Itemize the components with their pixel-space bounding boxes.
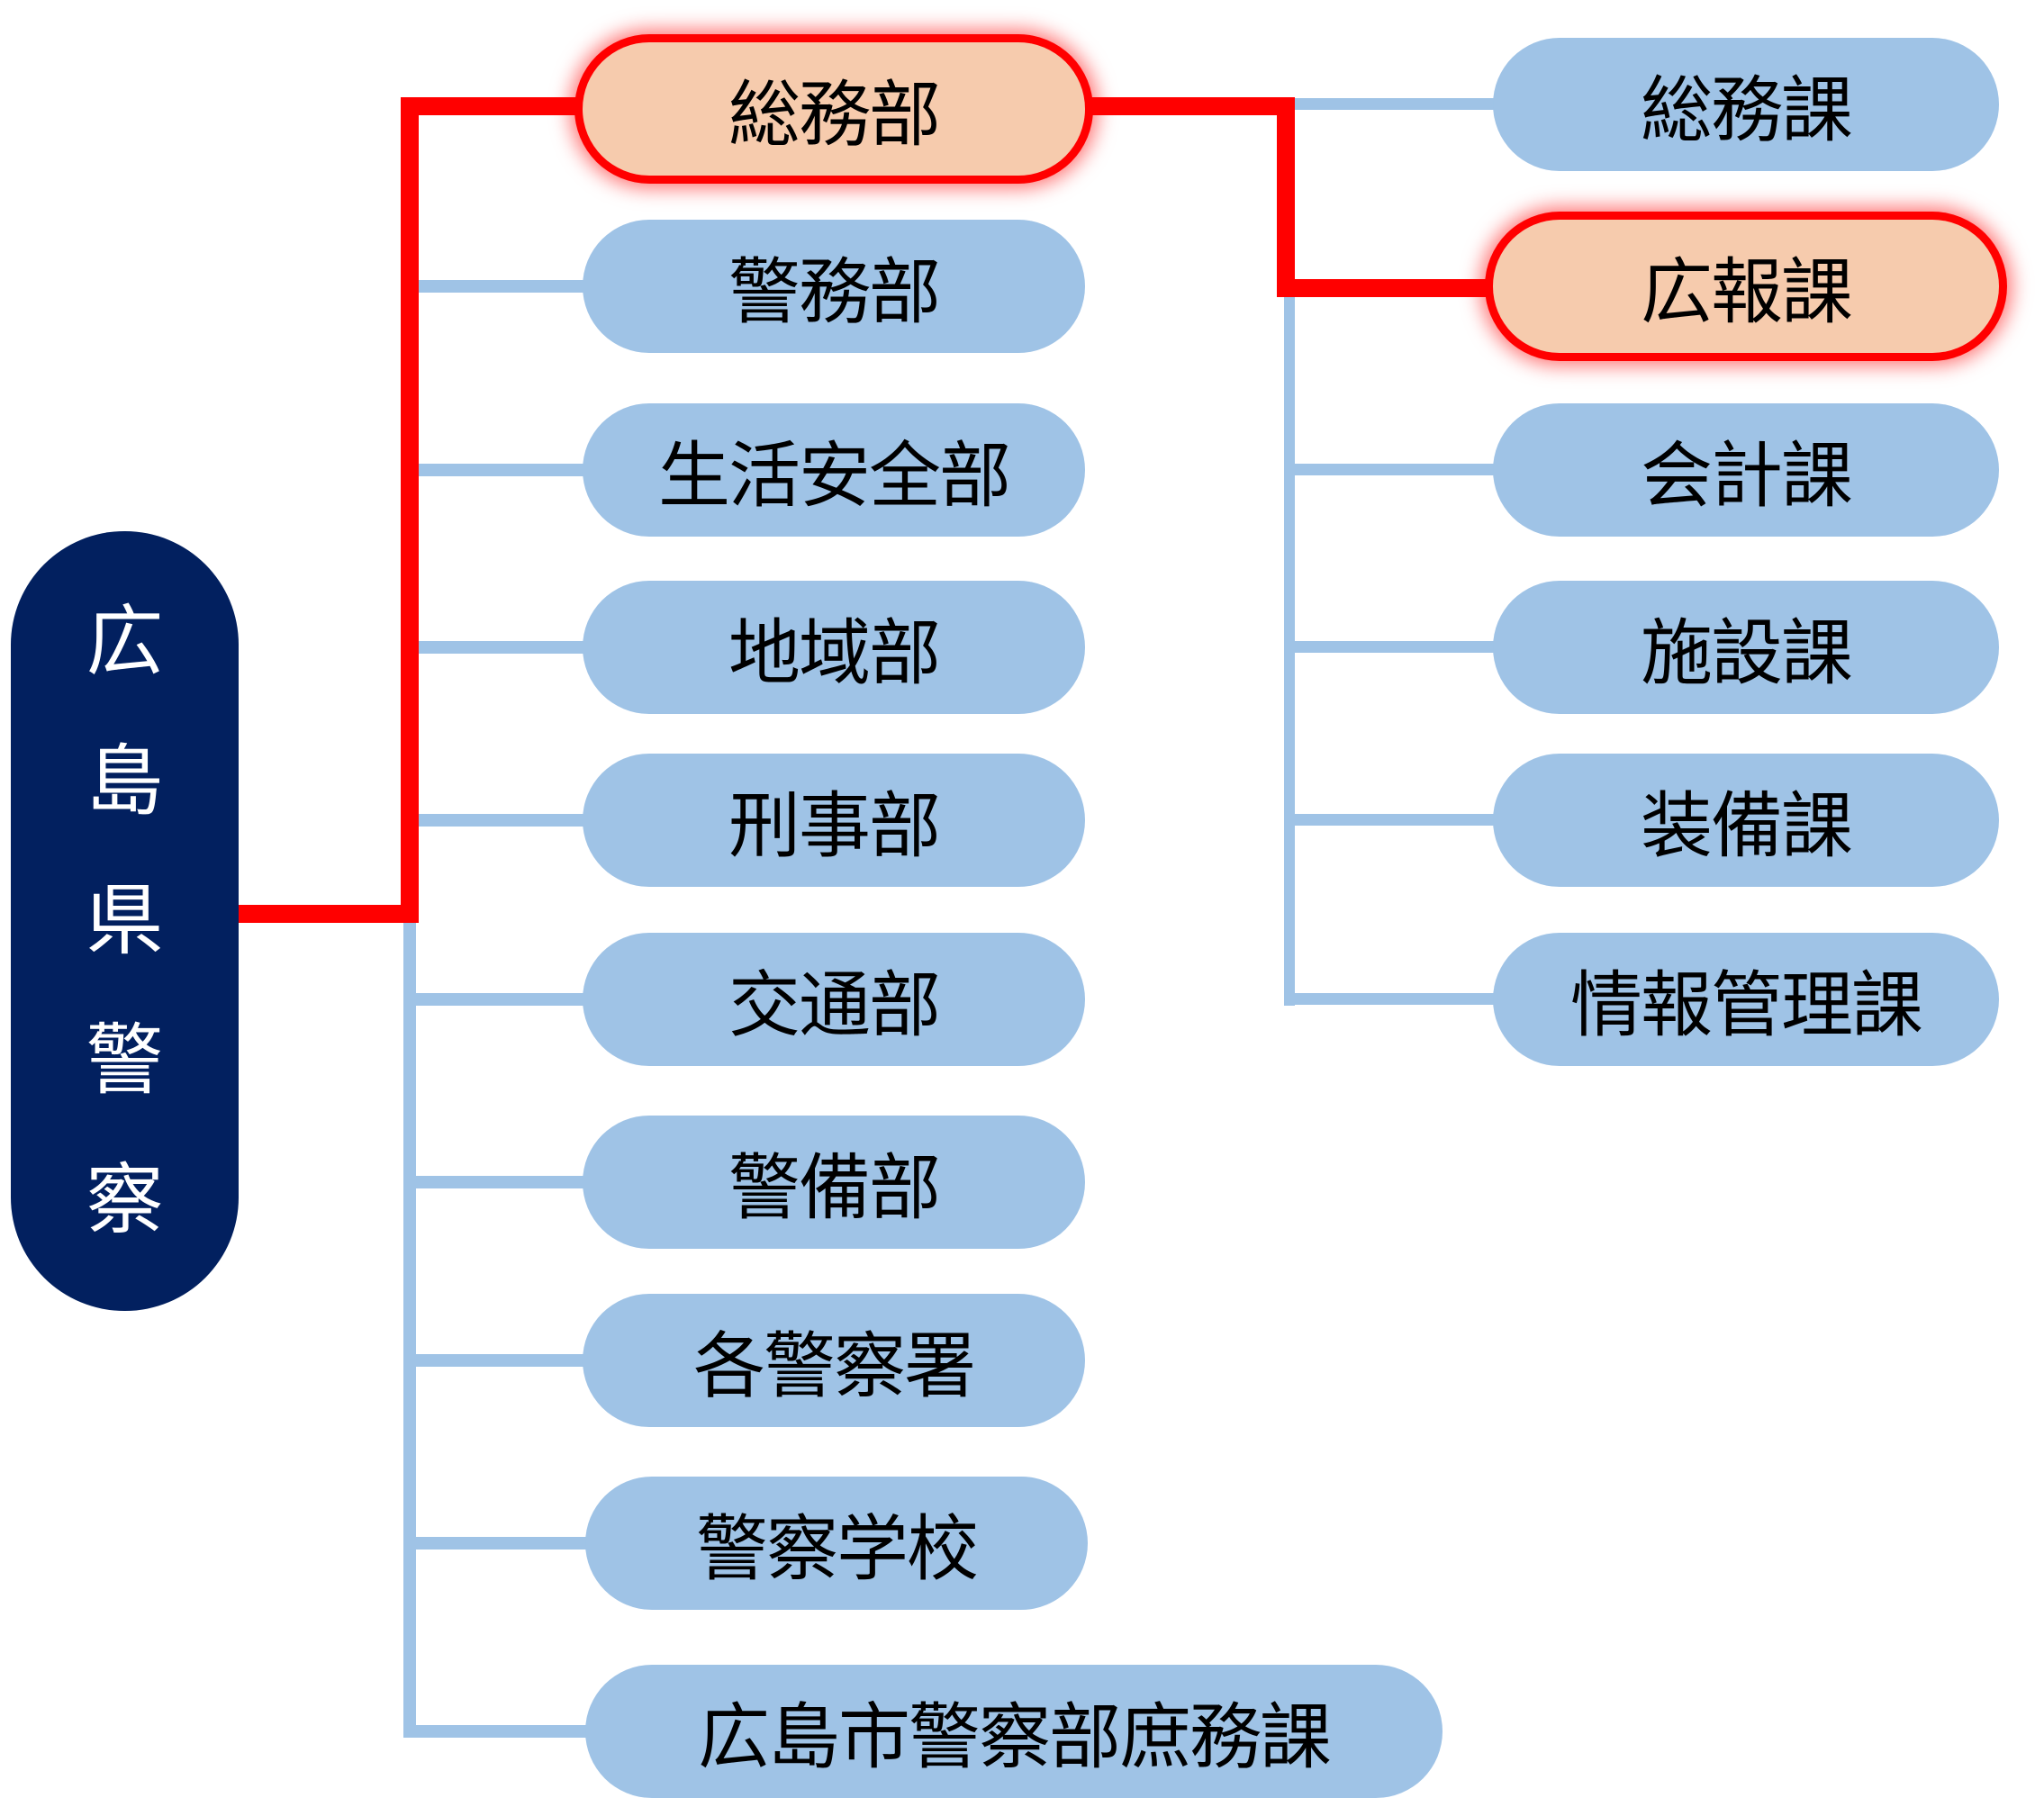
section-label: 装備課: [1641, 784, 1853, 868]
root-char: 察: [86, 1154, 164, 1245]
dept-label: 警察学校: [696, 1507, 979, 1591]
dept-label: 総務部: [728, 73, 941, 157]
section-node-equipment[interactable]: 装備課: [1493, 754, 1999, 887]
connector-branch: [1284, 993, 1495, 1005]
dept-label: 警備部: [728, 1146, 941, 1230]
connector-trunk-left: [403, 909, 416, 1738]
highlight-path-section-h1: [1085, 97, 1295, 115]
section-label: 広報課: [1641, 250, 1853, 334]
section-node-general-affairs[interactable]: 総務課: [1493, 38, 1999, 171]
dept-node-security[interactable]: 警備部: [583, 1116, 1085, 1249]
dept-label: 交通部: [728, 963, 941, 1047]
dept-node-hiroshima-city-general[interactable]: 広島市警察部庶務課: [585, 1665, 1443, 1798]
connector-branch: [416, 464, 587, 476]
root-char: 県: [86, 875, 164, 966]
section-node-information-management[interactable]: 情報管理課: [1493, 933, 1999, 1066]
dept-label: 各警察署: [693, 1324, 976, 1408]
dept-node-police-stations[interactable]: 各警察署: [583, 1294, 1085, 1427]
dept-node-community-safety[interactable]: 生活安全部: [583, 403, 1085, 537]
connector-branch: [1295, 98, 1495, 110]
dept-label: 警務部: [728, 250, 941, 334]
connector-branch: [1289, 814, 1495, 826]
connector-branch: [416, 280, 587, 293]
connector-branch: [416, 814, 587, 827]
root-char: 島: [86, 736, 164, 827]
section-label: 施設課: [1641, 611, 1853, 695]
dept-label: 地域部: [728, 611, 941, 695]
connector-branch: [410, 1354, 587, 1367]
highlight-path-trunk: [401, 97, 419, 923]
dept-label: 刑事部: [728, 784, 941, 868]
connector-branch: [416, 641, 587, 654]
dept-node-criminal[interactable]: 刑事部: [583, 754, 1085, 887]
dept-label: 広島市警察部庶務課: [698, 1695, 1332, 1779]
section-node-accounting[interactable]: 会計課: [1493, 403, 1999, 537]
dept-label: 生活安全部: [658, 434, 1011, 518]
highlight-path-section-h2: [1277, 279, 1495, 297]
connector-branch: [403, 1725, 587, 1738]
dept-node-community[interactable]: 地域部: [583, 581, 1085, 714]
root-char: 広: [86, 596, 164, 687]
connector-branch: [410, 1176, 587, 1188]
highlight-path-root: [239, 905, 419, 923]
connector-branch: [1289, 464, 1495, 475]
dept-node-general-affairs[interactable]: 総務部: [583, 42, 1085, 176]
dept-node-traffic[interactable]: 交通部: [583, 933, 1085, 1066]
root-node-hiroshima-police[interactable]: 広 島 県 警 察: [11, 531, 239, 1311]
dept-node-police-academy[interactable]: 警察学校: [585, 1477, 1088, 1610]
connector-branch: [410, 993, 587, 1006]
highlight-path-dept: [401, 97, 585, 115]
section-label: 情報管理課: [1570, 963, 1923, 1047]
connector-branch: [410, 1537, 587, 1550]
connector-branch: [1289, 641, 1495, 653]
dept-node-police-affairs[interactable]: 警務部: [583, 220, 1085, 353]
section-node-public-relations[interactable]: 広報課: [1493, 220, 1999, 353]
section-label: 総務課: [1641, 68, 1853, 152]
section-label: 会計課: [1641, 434, 1853, 518]
highlight-path-section-v: [1277, 97, 1295, 297]
root-char: 警: [86, 1015, 164, 1106]
section-node-facilities[interactable]: 施設課: [1493, 581, 1999, 714]
